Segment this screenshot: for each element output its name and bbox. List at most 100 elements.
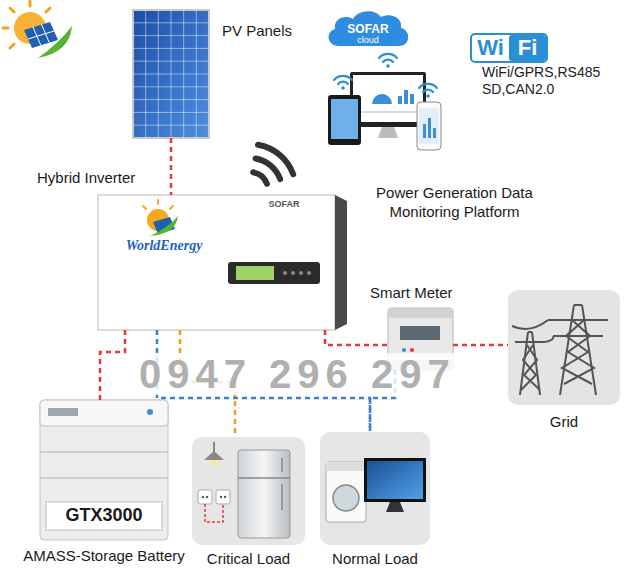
grid-art xyxy=(521,345,540,390)
solar-panel-art xyxy=(133,10,209,138)
grid-art xyxy=(508,290,620,405)
grid-art xyxy=(515,332,545,395)
watermark: 0947 296 297 xyxy=(135,353,460,395)
critical-load: Critical Load xyxy=(192,437,305,545)
smart-meter-art xyxy=(388,308,453,318)
monitoring-devices-art xyxy=(428,118,431,138)
node-heading: Grid xyxy=(508,413,620,431)
brand-logo xyxy=(28,24,54,45)
brand-logo-text: WorldEnergy xyxy=(118,237,210,254)
battery-art xyxy=(46,502,162,530)
smart-meter-art xyxy=(400,326,440,340)
node-heading: Hybrid Inverter xyxy=(37,169,135,187)
critical-load-art xyxy=(216,490,230,504)
monitoring-devices-art xyxy=(433,128,436,138)
brand-logo xyxy=(29,1,32,6)
monitoring-devices-art xyxy=(419,108,439,144)
wifi-symbol xyxy=(386,64,390,68)
normal-load-art xyxy=(320,432,430,545)
node-heading: Normal Load xyxy=(320,550,430,568)
monitoring-devices-art xyxy=(372,94,392,104)
grid-panel: Grid xyxy=(508,290,620,405)
critical-load-art xyxy=(204,451,224,460)
grid-art xyxy=(548,320,608,336)
critical-load-art xyxy=(202,496,204,498)
wifi-symbol xyxy=(419,84,437,92)
storage-battery: AMASS-Storage BatteryGTX3000 xyxy=(40,400,168,540)
battery-art xyxy=(40,400,168,540)
node-heading: Smart Meter xyxy=(370,284,453,302)
critical-load-art xyxy=(192,437,305,545)
badge-text: Fi xyxy=(509,35,546,61)
inverter-art xyxy=(299,271,303,275)
monitoring-devices-art xyxy=(378,127,398,138)
monitoring-devices-art xyxy=(328,72,441,150)
inverter-art xyxy=(228,262,320,284)
inverter-art xyxy=(307,271,311,275)
battery-art xyxy=(147,409,153,415)
battery-art xyxy=(48,408,78,416)
brand-logo xyxy=(24,22,58,48)
solar-panel: PV Panels xyxy=(133,10,209,138)
spec-label: WiFi/GPRS,RS485 SD,CAN2.0 xyxy=(482,64,617,98)
wireless-waves xyxy=(256,159,281,180)
node-heading: AMASS-Storage Battery xyxy=(2,547,206,565)
solar-panel-art xyxy=(133,10,209,138)
grid-art xyxy=(512,305,608,395)
critical-load-art xyxy=(198,490,212,504)
wifi-badge: WiFi xyxy=(470,33,548,63)
brand-tag: cloud xyxy=(325,35,411,46)
wireless-waves xyxy=(258,145,293,175)
monitoring-devices-art xyxy=(331,99,358,139)
normal-load-art xyxy=(386,502,404,512)
node-heading: PV Panels xyxy=(222,22,292,40)
wifi-symbol xyxy=(334,76,352,84)
power-cable xyxy=(100,330,125,400)
normal-load-art xyxy=(320,432,430,545)
monitoring-devices-art xyxy=(410,94,414,104)
critical-load-art xyxy=(205,504,223,522)
smart-meter-art xyxy=(402,348,406,352)
normal-load-art xyxy=(367,461,423,499)
monitoring-devices-art xyxy=(417,102,441,150)
monitoring-devices-art xyxy=(353,75,423,122)
normal-load-art xyxy=(326,462,366,471)
power-cable xyxy=(170,138,173,195)
normal-load-art xyxy=(326,462,366,522)
monitoring-devices-art xyxy=(350,72,426,127)
inverter-art xyxy=(98,195,335,330)
wifi-symbol xyxy=(334,54,437,98)
node-heading: Critical Load xyxy=(186,550,311,568)
inverter-art xyxy=(143,200,173,209)
wifi-symbol xyxy=(379,54,397,62)
normal-load: Normal Load xyxy=(320,432,430,545)
monitoring-platform: Power Generation Data Monitoring Platfor… xyxy=(330,68,445,160)
critical-load-art xyxy=(213,442,215,452)
smart-meter-art xyxy=(410,348,414,352)
brand-logo xyxy=(10,8,14,12)
critical-load-art xyxy=(224,496,226,498)
brand-logo xyxy=(46,8,50,12)
monitoring-devices-art xyxy=(404,90,408,104)
inverter-art xyxy=(170,206,173,209)
brand-name: SOFAR xyxy=(264,199,304,210)
monitoring-devices-art xyxy=(328,95,361,145)
inverter-art xyxy=(236,266,274,280)
critical-load-art xyxy=(192,437,305,545)
inverter-art xyxy=(98,195,347,330)
hybrid-inverter: Hybrid InverterWorldEnergySOFAR xyxy=(98,195,335,330)
inverter-art xyxy=(335,195,347,330)
critical-load-art xyxy=(220,496,222,498)
monitoring-devices-art xyxy=(358,112,418,113)
grid-art xyxy=(562,320,594,384)
grid-art xyxy=(512,320,553,342)
critical-load-art xyxy=(211,460,217,466)
monitoring-devices-art xyxy=(398,96,402,104)
brand-logo xyxy=(10,44,14,48)
power-cable xyxy=(325,330,388,345)
inverter-art xyxy=(143,206,146,209)
normal-load-art xyxy=(333,485,359,511)
inverter-art xyxy=(150,216,178,236)
wifi-symbol xyxy=(426,94,430,98)
